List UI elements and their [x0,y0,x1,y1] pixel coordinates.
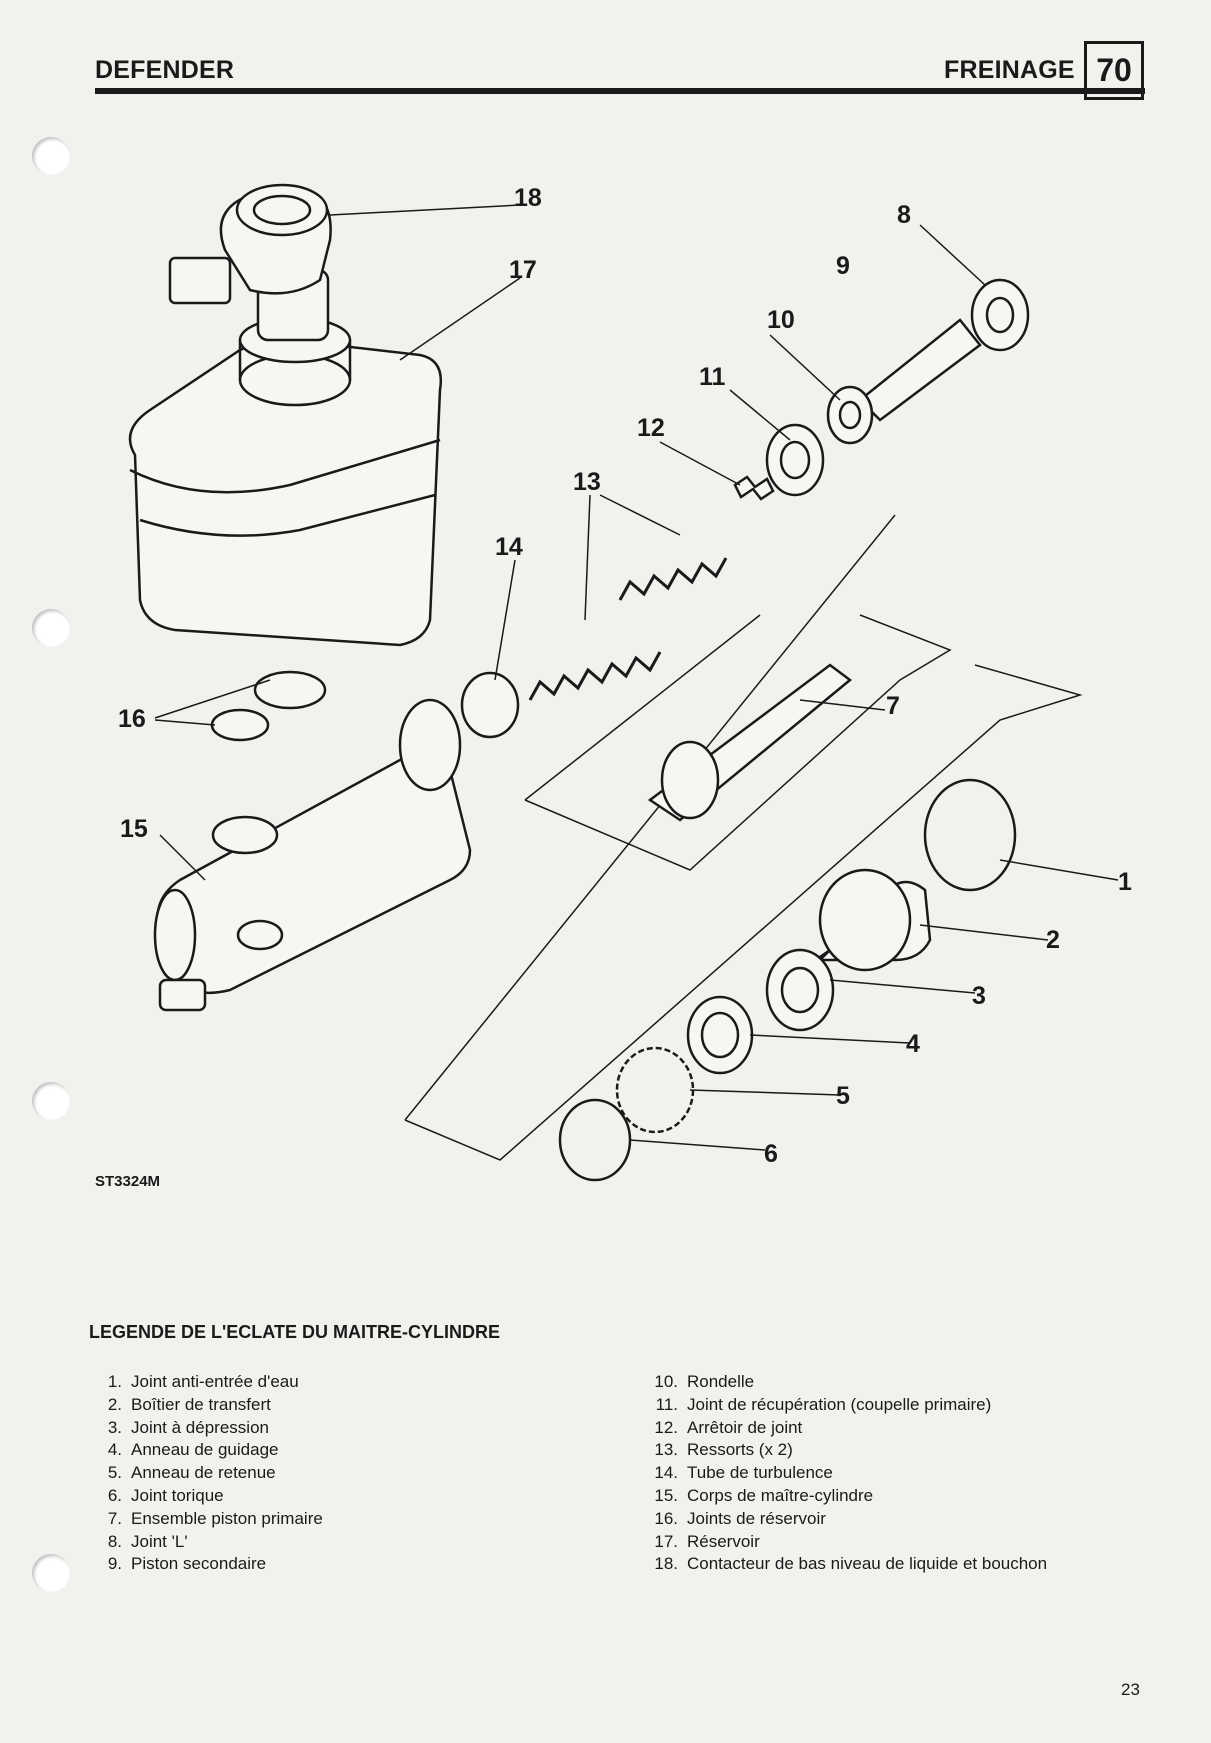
legend-item: 7. Ensemble piston primaire [100,1508,323,1531]
binder-hole [32,137,70,175]
legend-item-label: Boîtier de transfert [131,1394,271,1414]
figure-reference: ST3324M [95,1173,161,1190]
legend-item: 4. Anneau de guidage [100,1439,323,1462]
legend-item: 9. Piston secondaire [100,1553,323,1576]
legend-item: 2. Boîtier de transfert [100,1394,323,1417]
springs-drawing [528,557,728,701]
legend-item-number: 5. [107,1463,122,1483]
legend-item-label: Rondelle [687,1372,755,1391]
callout-12: 12 [637,414,665,442]
assembly-guide-lines [404,514,1083,1161]
legend-item-label: Ressorts (x 2) [687,1440,793,1460]
legend-list-right: 10. Rondelle 11. Joint de récupération (cou… [646,1371,1047,1576]
legend-item-number: 6. [107,1485,122,1505]
callout-6: 6 [764,1140,778,1168]
callout-2: 2 [1046,926,1060,954]
header-section-title: FREINAGE [944,56,1075,84]
legend-item-number: 12. [654,1417,678,1437]
legend-item: 1. Joint anti-entrée d'eau [100,1371,323,1394]
legend-item: 18. Contacteur de bas niveau de liquide e… [646,1553,1047,1576]
upper-seals-drawing [733,278,1030,501]
turbulence-tube-drawing [460,671,520,739]
legend-item-number: 11. [655,1394,678,1414]
legend-item-label: Joint à dépression [131,1417,269,1437]
binder-hole [32,1554,70,1592]
legend-item-label: Joint torique [131,1485,224,1505]
legend-item: 16. Joints de réservoir [646,1508,1047,1531]
legend-item: 5. Anneau de retenue [100,1462,323,1485]
section-number-box: 70 [1084,41,1144,100]
legend-item-number: 14. [654,1463,678,1483]
legend-item-label: Joint anti-entrée d'eau [131,1372,299,1391]
callout-1: 1 [1118,868,1132,896]
legend-item: 8. Joint 'L' [100,1531,323,1554]
legend-item-number: 4. [107,1440,122,1460]
legend-item: 10. Rondelle [646,1371,1047,1394]
callout-5: 5 [836,1082,850,1110]
callout-13: 13 [573,468,601,496]
cylinder-body-drawing [153,670,472,1012]
legend-item-label: Joint 'L' [131,1531,188,1551]
callout-7: 7 [886,692,900,720]
callout-18: 18 [514,184,542,212]
legend-item-number: 1. [107,1372,122,1391]
legend-item-number: 18. [654,1554,678,1574]
legend-item: 17. Réservoir [646,1531,1047,1554]
callout-3: 3 [972,982,986,1010]
legend-item-label: Joint de récupération (coupelle primaire… [687,1394,992,1414]
callout-17: 17 [509,256,537,284]
legend-item-label: Piston secondaire [131,1554,267,1574]
legend-item-number: 16. [654,1508,678,1528]
callout-11: 11 [699,363,726,391]
legend-item-number: 3. [107,1417,122,1437]
callout-15: 16 [118,705,146,733]
legend-title: LEGENDE DE L'ECLATE DU MAITRE-CYLINDRE [89,1322,500,1342]
legend-item: 13. Ressorts (x 2) [646,1439,1047,1462]
legend-item-number: 17. [654,1531,678,1551]
callout-4: 4 [906,1030,920,1058]
binder-hole [32,1082,70,1120]
legend-item: 11. Joint de récupération (coupelle prima… [646,1394,1047,1417]
legend-item-number: 10. [654,1372,678,1391]
legend-item-label: Joints de réservoir [687,1508,826,1528]
header-left-title: DEFENDER [95,56,235,84]
legend-item-label: Arrêtoir de joint [687,1417,803,1437]
legend-item-label: Ensemble piston primaire [131,1508,323,1528]
legend-item: 6. Joint torique [100,1485,323,1508]
legend-item: 15. Corps de maître-cylindre [646,1485,1047,1508]
callout-16: 15 [120,815,148,843]
legend-item-label: Contacteur de bas niveau de liquide et b… [687,1554,1048,1574]
leader-lines [154,204,1119,1151]
legend-item-label: Anneau de guidage [131,1440,279,1460]
legend-item-label: Réservoir [687,1531,760,1551]
legend-item: 3. Joint à dépression [100,1417,323,1440]
legend-item-label: Corps de maître-cylindre [687,1485,874,1505]
legend-item-label: Anneau de retenue [131,1463,276,1483]
legend-list-left: 1. Joint anti-entrée d'eau 2. Boîtier de tr… [100,1371,323,1576]
master-cylinder-exploded-diagram: 1 2 3 4 5 6 7 8 9 10 11 12 13 14 16 15 1… [118,183,1132,1182]
page-number: 23 [1121,1680,1140,1699]
reservoir-drawing [128,183,443,647]
lower-seals-drawing [558,778,1017,1182]
header-rule [95,88,1145,94]
callout-10: 10 [767,306,795,334]
callout-9: 9 [836,252,850,280]
legend-item-number: 2. [107,1394,122,1414]
legend-item-label: Tube de turbulence [687,1463,833,1483]
legend-item-number: 13. [654,1440,678,1460]
callout-14: 14 [495,533,523,561]
legend-item: 12. Arrêtoir de joint [646,1417,1047,1440]
binder-hole [32,609,70,647]
legend-item: 14. Tube de turbulence [646,1462,1047,1485]
legend-item-number: 9. [107,1554,122,1574]
legend-item-number: 15. [654,1485,678,1505]
callout-8: 8 [897,201,911,229]
primary-piston-drawing [647,663,853,822]
legend-item-number: 7. [107,1508,122,1528]
legend-item-number: 8. [107,1531,122,1551]
